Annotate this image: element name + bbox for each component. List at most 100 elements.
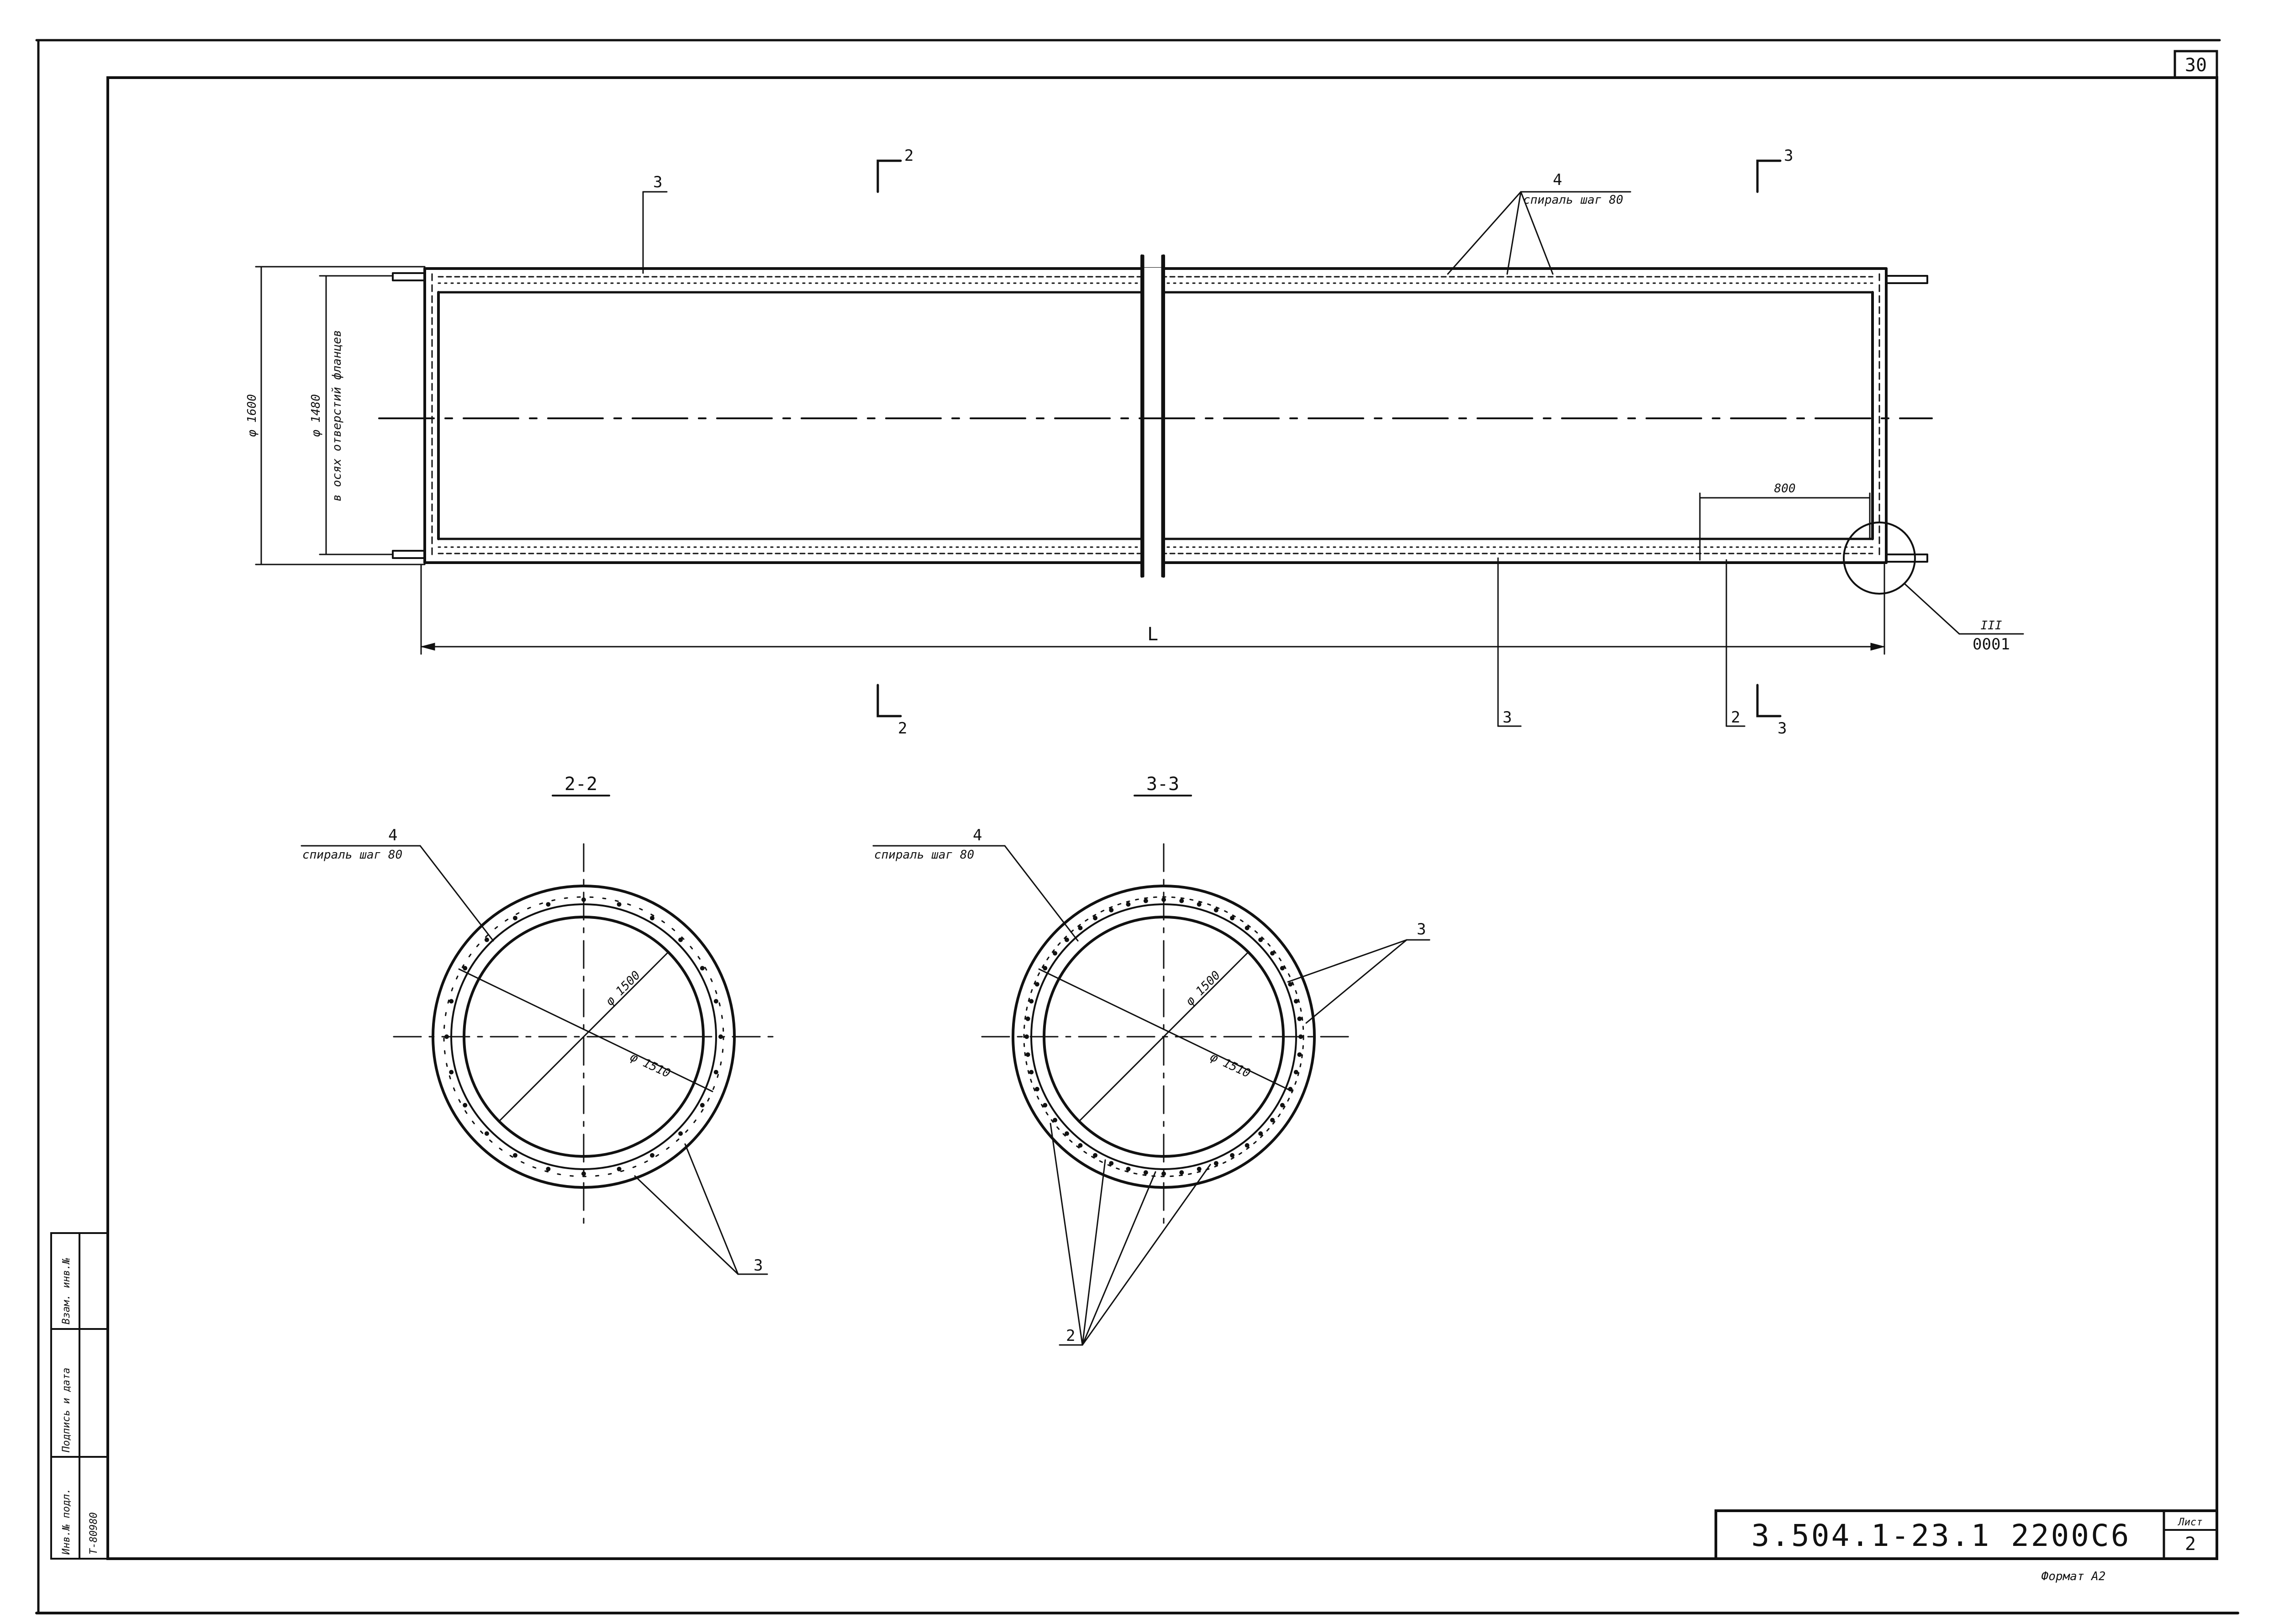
detail-leader <box>1904 583 1960 635</box>
sheet-number: 30 <box>2185 55 2207 76</box>
s2-diam-inner <box>498 951 669 1122</box>
s3-rebar3-leader-2 <box>1305 939 1408 1024</box>
s3-pos-spiral: 4 <box>973 826 982 844</box>
s3-rebar-dot <box>1288 1086 1293 1091</box>
s2-diam-outer <box>458 968 713 1092</box>
left-stub-top <box>392 272 426 281</box>
s3-rebar-dot <box>1109 907 1114 912</box>
s3-rebar-dot <box>1213 907 1219 912</box>
s3-rebar2-leader-1 <box>1050 1123 1083 1346</box>
spiral-leader-3 <box>1520 191 1554 275</box>
elev-cut2-bottom: 2 <box>898 719 907 738</box>
break-gap <box>1143 268 1162 564</box>
s2-rebar-dot <box>650 916 654 921</box>
s2-spiral-leader <box>419 845 494 942</box>
s2-rebar-dot <box>700 966 705 970</box>
s3-rebar-dot <box>1029 999 1034 1004</box>
spiral-leader-1 <box>1447 191 1522 275</box>
s2-rebar-dot <box>678 1131 683 1136</box>
s2-rebar-dot <box>463 966 468 970</box>
right-stub-top <box>1885 275 1928 284</box>
elev-cut2-top: 2 <box>904 147 913 165</box>
s3-rebar-dot <box>1280 966 1285 970</box>
s2-spiral-text: спираль шаг 80 <box>302 848 402 862</box>
s2-rebar-dot <box>546 902 551 907</box>
elev-cut3-top: 3 <box>1784 147 1793 165</box>
elev-pos-rebar2-bottom: 2 <box>1731 708 1740 727</box>
s3-rebar-dot <box>1143 1170 1148 1175</box>
s3-rebar-dot <box>1126 1166 1131 1171</box>
stamp-col1-value: Т-80980 <box>88 1512 100 1555</box>
elev-pos-spiral: 4 <box>1553 171 1562 189</box>
s3-rebar-dot <box>1258 937 1263 942</box>
left-stub-bottom <box>392 550 426 559</box>
s2-rebar-dot <box>463 1103 468 1107</box>
s2-rebar-dot <box>678 937 683 942</box>
section-3-3 <box>872 795 1430 1346</box>
s2-rebar-dot <box>581 897 586 902</box>
s3-rebar-dot <box>1053 1118 1057 1123</box>
s3-rebar-dot <box>1161 897 1166 902</box>
s3-dim-inner: φ 1500 <box>1183 969 1224 1009</box>
stamp-col3-head: Взам. инв.№ <box>61 1258 72 1324</box>
s2-rebar-dot <box>718 1034 723 1039</box>
s2-rebar-dot <box>581 1171 586 1176</box>
s3-rebar-dot <box>1161 1171 1166 1176</box>
s2-rebar-dot <box>444 1034 449 1039</box>
s3-diam-inner <box>1078 951 1249 1122</box>
elev-pos-rebar-top: 3 <box>653 173 662 191</box>
s3-rebar2-leader-3 <box>1081 1171 1156 1346</box>
s2-rebar-dot <box>617 1166 622 1171</box>
dim-length-arrow-r <box>1870 643 1885 651</box>
s2-rebar-dot <box>484 937 489 942</box>
s2-pos-rebar: 3 <box>754 1256 763 1275</box>
s3-rebar-dot <box>1064 937 1069 942</box>
s3-rebar-dot <box>1245 926 1250 930</box>
sheet-number-box <box>2173 50 2218 79</box>
cut3-top-marker <box>1756 159 1782 193</box>
cut2-bottom-marker <box>876 684 902 717</box>
sheet-index-label: Лист <box>2178 1517 2203 1528</box>
s3-spiral-leader <box>1004 845 1079 942</box>
s2-rebar-dot <box>449 999 454 1004</box>
dim-length-arrow-l <box>420 643 435 651</box>
s3-rebar-dot <box>1093 916 1097 921</box>
s3-rebar-dot <box>1029 1070 1034 1075</box>
s2-rebar-dot <box>546 1166 551 1171</box>
title-block <box>1715 1509 2218 1560</box>
s3-rebar-dot <box>1078 926 1083 930</box>
s3-diam-outer <box>1038 968 1293 1092</box>
right-stub-bottom <box>1885 554 1928 563</box>
spiral-leader-2 <box>1506 191 1522 275</box>
s3-rebar-dot <box>1293 1070 1298 1075</box>
s3-rebar-dot <box>1197 902 1202 907</box>
s2-rebar-leader-2 <box>634 1175 739 1275</box>
s3-rebar-dot <box>1043 1103 1048 1107</box>
s3-rebar-dot <box>1297 1016 1302 1021</box>
s3-rebar-dot <box>1025 1052 1030 1057</box>
border-frame <box>106 76 2218 1560</box>
elev-spiral-text: спираль шаг 80 <box>1523 193 1623 207</box>
s3-pos-rebar-3: 3 <box>1417 920 1426 939</box>
format-label: Формат А2 <box>2042 1570 2106 1583</box>
s3-rebar-dot <box>1213 1161 1219 1166</box>
s3-rebar-dot <box>1258 1131 1263 1136</box>
s2-rebar-dot <box>617 902 622 907</box>
s2-rebar-dot <box>449 1070 454 1075</box>
elev-dim-outer: φ 1600 <box>245 394 259 437</box>
s3-rebar-dot <box>1245 1143 1250 1148</box>
s3-rebar-dot <box>1288 982 1293 987</box>
s2-rebar-dot <box>700 1103 705 1107</box>
s2-rebar-dot <box>650 1153 654 1158</box>
s3-rebar-dot <box>1093 1153 1097 1158</box>
sheet-index: 2 <box>2185 1534 2196 1555</box>
s3-dim-outer: φ 1510 <box>1208 1050 1252 1081</box>
s3-rebar2-leader-2 <box>1081 1159 1106 1346</box>
s3-rebar-dot <box>1064 1131 1069 1136</box>
elev-cut3-bottom: 3 <box>1778 719 1787 738</box>
elevation-view <box>255 159 2024 727</box>
elev-dim-length: L <box>1147 624 1158 645</box>
s3-rebar-dot <box>1230 1153 1234 1158</box>
s3-rebar-dot <box>1034 982 1039 987</box>
s3-rebar-dot <box>1078 1143 1083 1148</box>
